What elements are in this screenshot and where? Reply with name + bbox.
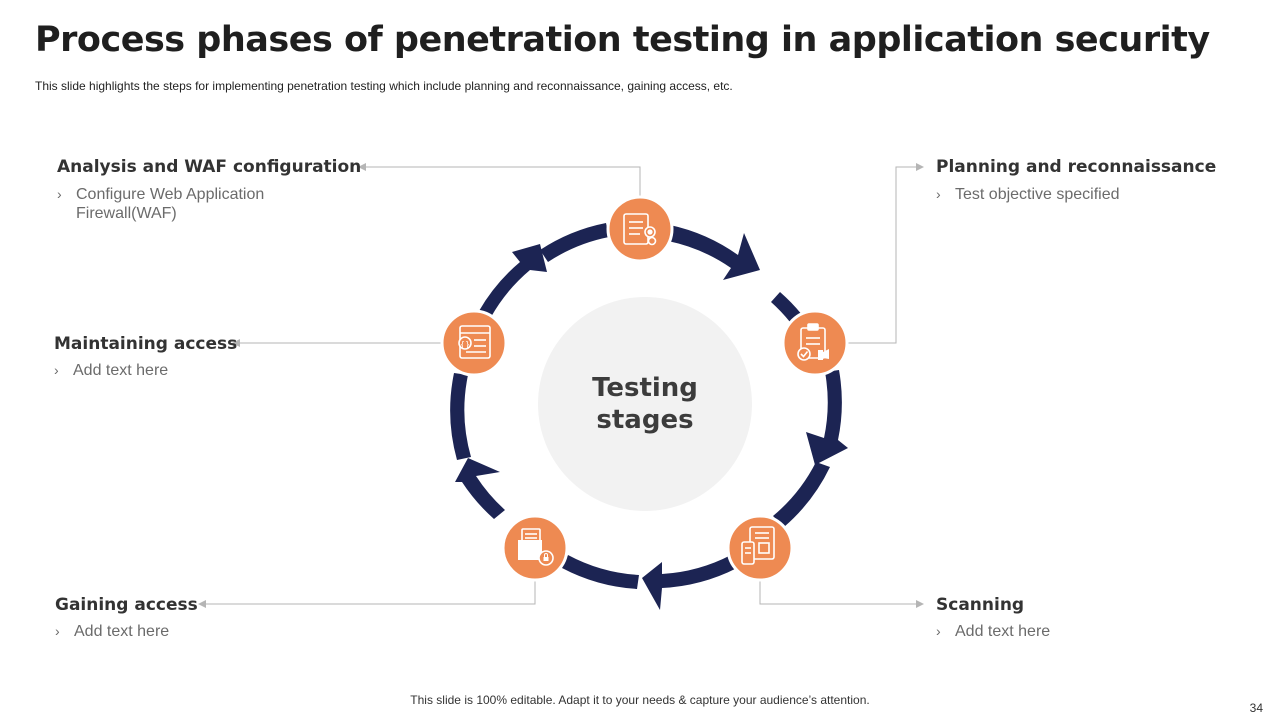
secure-folder-icon [518,528,554,566]
connector-scanning [759,578,924,608]
chevron-right-icon: › [54,362,59,378]
node-maintaining: {} [440,309,508,377]
cycle-ring [450,223,848,610]
center-label: Testing stages [545,372,745,436]
phase-bullet-text: Add text here [73,362,169,379]
ring-arrow-top-right [668,225,760,280]
svg-text:{}: {} [460,340,470,349]
phase-bullet-text: Test objective specified [955,186,1120,203]
ring-arrow-top-left-upper [540,223,609,262]
phase-bullet-text: Add text here [74,623,170,640]
phase-bullet-gaining: › Add text here [55,622,255,641]
ring-arrow-left [450,373,471,460]
document-scan-icon [741,526,775,565]
connector-analysis [358,163,641,198]
ring-arrow-bottom-left [562,555,639,589]
chevron-right-icon: › [57,186,62,202]
ring-arrow-bottom-right [773,462,830,527]
phase-title-maintaining: Maintaining access [54,334,238,354]
phase-bullet-text: Configure Web Application Firewall(WAF) [76,186,265,222]
phase-title-gaining: Gaining access [55,595,198,615]
clipboard-approval-icon [797,323,829,361]
settings-document-icon [623,213,657,246]
ring-arrow-left-lower [455,458,505,519]
node-analysis [606,195,674,263]
chevron-right-icon: › [936,186,941,202]
slide-title: Process phases of penetration testing in… [35,20,1210,60]
chevron-right-icon: › [55,623,60,639]
connector-gaining [198,578,536,608]
node-planning [781,309,849,377]
phase-title-planning: Planning and reconnaissance [936,157,1217,177]
phase-bullet-maintaining: › Add text here [54,361,254,380]
chevron-right-icon: › [936,623,941,639]
center-label-line2: stages [596,405,694,435]
slide-footer: This slide is 100% editable. Adapt it to… [410,693,870,707]
node-scanning [726,514,794,582]
phase-title-scanning: Scanning [936,595,1025,615]
ring-arrow-top-left [479,244,547,317]
connectors [198,163,924,608]
phase-bullet-analysis: › Configure Web Application Firewall(WAF… [57,185,297,223]
page-number: 34 [1249,701,1263,715]
phase-bullet-scanning: › Add text here [936,622,1136,641]
ring-arrow-bottom [642,555,737,610]
node-gaining [501,514,569,582]
phase-bullet-planning: › Test objective specified [936,185,1216,204]
ring-arrow-right-lower [806,370,848,465]
connector-planning [846,163,924,344]
phase-bullet-text: Add text here [955,623,1051,640]
phase-title-analysis: Analysis and WAF configuration [57,157,362,177]
center-circle [538,297,752,511]
slide-subtitle: This slide highlights the steps for impl… [35,79,733,93]
center-label-line1: Testing [592,373,698,403]
web-code-icon: {} [458,325,491,359]
